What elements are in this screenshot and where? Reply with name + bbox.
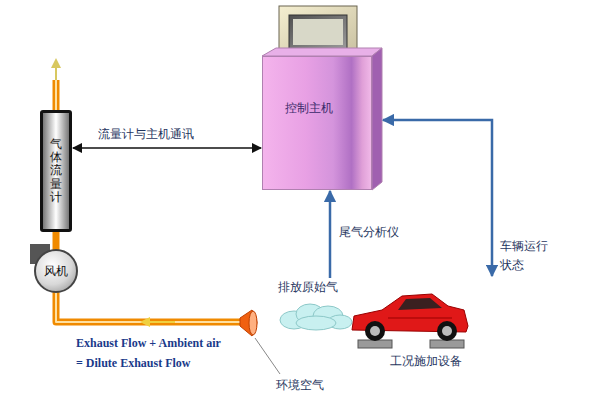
control-host: 控制主机 xyxy=(262,56,372,190)
edge-label: 尾气分析仪 xyxy=(337,224,401,240)
flow-note: Exhaust Flow + Ambient air xyxy=(76,336,221,350)
edge-label: 车辆运行状态 xyxy=(498,236,554,276)
node-label: 气体流量计 xyxy=(50,138,62,204)
connector xyxy=(73,147,261,149)
node-label: 控制主机 xyxy=(285,101,333,115)
host-top xyxy=(262,48,382,56)
flow-arrow xyxy=(140,317,175,327)
intake-funnel xyxy=(240,310,257,336)
cloud-shape xyxy=(278,300,354,332)
exhaust-cloud: 排放原始气 xyxy=(276,280,356,334)
pipe xyxy=(56,80,242,322)
node-label: 工况施加设备 xyxy=(390,354,462,368)
flow-note: = Dilute Exhaust Flow xyxy=(76,356,191,370)
outlet-arrow xyxy=(51,58,61,80)
connector xyxy=(329,191,332,278)
host-side xyxy=(372,48,382,190)
vehicle-dyno: 工况施加设备 xyxy=(346,278,498,374)
fan: 风机 xyxy=(34,249,78,293)
node-label: 排放原始气 xyxy=(278,280,338,294)
callout-label: 环境空气 xyxy=(276,378,324,392)
leader-line xyxy=(255,338,280,374)
node-label: 风机 xyxy=(44,264,68,278)
edge-label: 流量计与主机通讯 xyxy=(96,126,196,142)
flow-meter: 气体流量计 xyxy=(40,110,72,232)
car-on-dyno xyxy=(348,280,472,352)
connector xyxy=(383,120,492,276)
